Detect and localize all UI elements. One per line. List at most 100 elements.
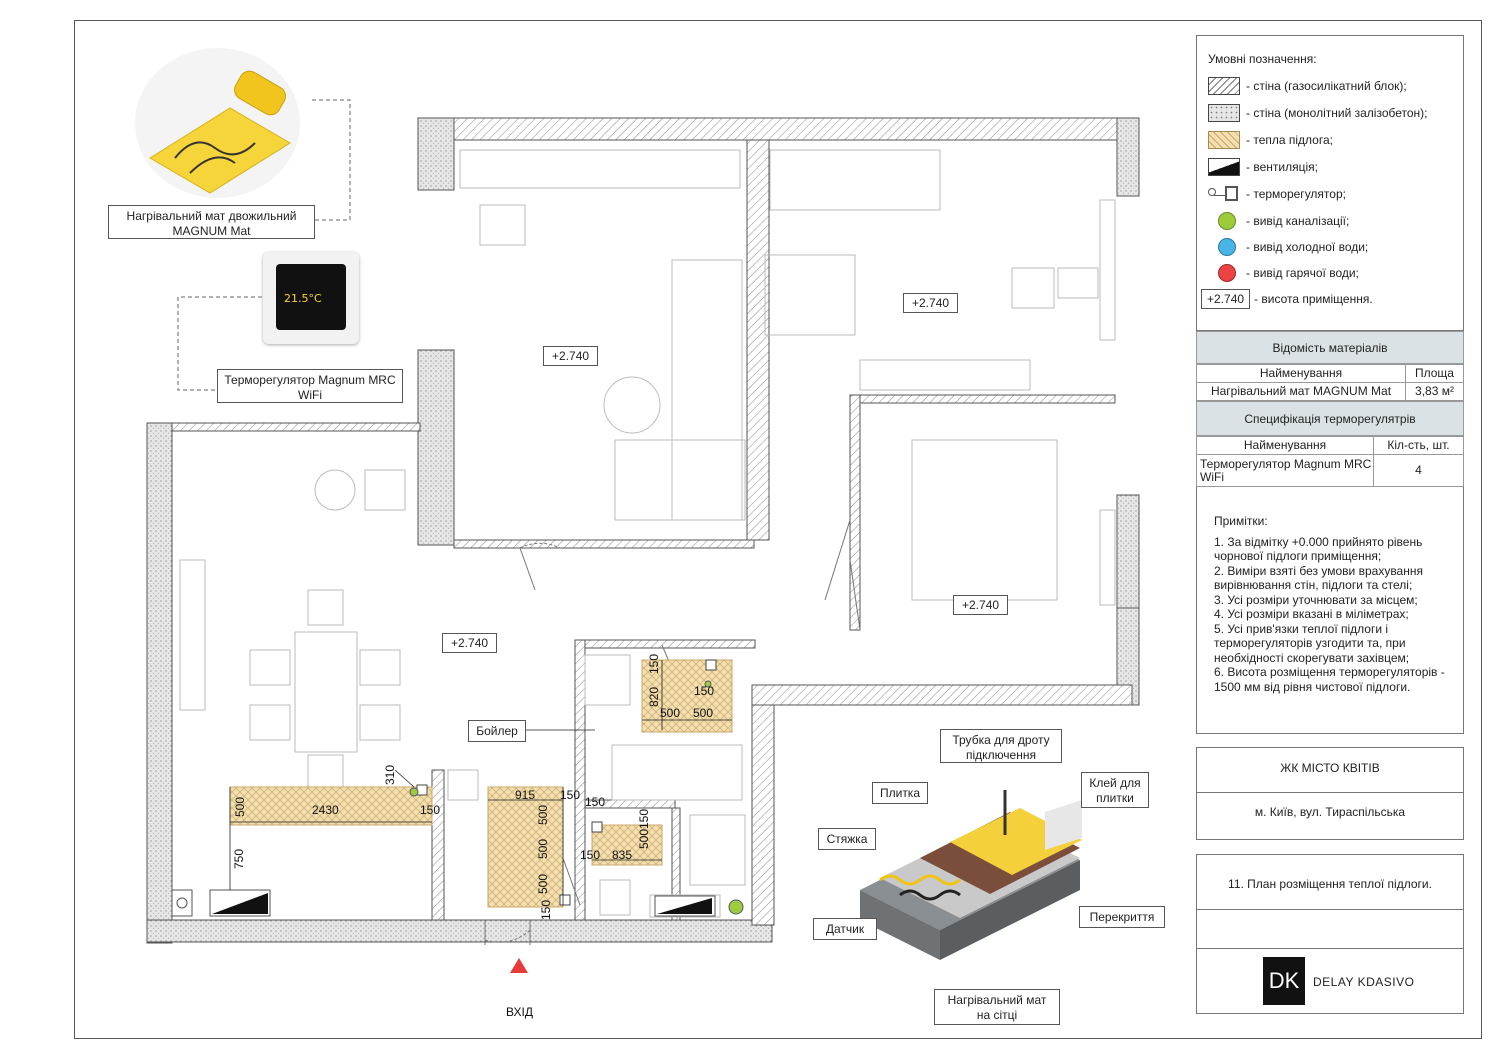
- thermostat-markers: [416, 659, 717, 906]
- wall-block-icon: [1208, 77, 1240, 95]
- legend-text: - висота приміщення.: [1254, 292, 1373, 306]
- dimension-label: 150: [420, 803, 441, 817]
- legend-text: - вивід холодної води;: [1246, 240, 1369, 254]
- dimension-label: 500: [233, 796, 248, 818]
- dimension-label: 150: [539, 899, 554, 921]
- callout-boiler: Бойлер: [468, 720, 526, 742]
- note-line: 3. Усі розміри уточнювати за місцем;: [1214, 592, 1418, 607]
- legend-text: - вивід каналізації;: [1246, 214, 1350, 228]
- room-height-tag: +2.740: [442, 633, 498, 653]
- legend-row: - вивід каналізації;: [1208, 211, 1349, 231]
- legend-row: - вивід холодної води;: [1208, 237, 1368, 257]
- legend-row: - тепла підлога;: [1208, 130, 1333, 150]
- note-line: 4. Усі розміри вказані в міліметрах;: [1214, 607, 1409, 621]
- heating-mat-illustration: [135, 48, 300, 198]
- dimension-label: 2430: [312, 803, 339, 817]
- legend-row: - терморегулятор;: [1208, 184, 1346, 204]
- cold-water-icon: [1218, 238, 1236, 256]
- layer-label-screed: Стяжка: [818, 828, 876, 850]
- dimension-label: 150: [585, 795, 606, 809]
- legend-text: - тепла підлога;: [1246, 133, 1333, 147]
- height-tag-icon: +2.740: [1201, 289, 1251, 309]
- materials-col-area: Площа: [1405, 364, 1464, 383]
- layer-label-sensor: Датчик: [813, 918, 877, 940]
- heating-mat-icon: [149, 70, 291, 194]
- project-name-box: [1196, 747, 1464, 840]
- dimension-label: 150: [560, 788, 581, 802]
- materials-row-name: Нагрівальний мат MAGNUM Mat: [1196, 382, 1406, 401]
- thermostats-col-name: Найменування: [1196, 436, 1374, 455]
- dimension-label: 750: [232, 848, 247, 870]
- legend-text: - стіна (монолітний залізобетон);: [1246, 106, 1428, 120]
- entrance-label: ВХІД: [506, 1005, 533, 1019]
- legend-row: - вентиляція;: [1208, 157, 1318, 177]
- room-height-tag: +2.740: [903, 293, 959, 313]
- legend-text: - вивід гарячої води;: [1246, 266, 1359, 280]
- dimension-label: 150: [580, 848, 601, 862]
- thermostats-row-qty: 4: [1373, 454, 1464, 487]
- legend-box: [1196, 35, 1464, 331]
- legend-row: - стіна (монолітний залізобетон);: [1208, 103, 1428, 123]
- thermostat-display: 21.5°C: [284, 292, 322, 305]
- dimension-label: 150: [694, 684, 715, 698]
- notes-title: Примітки:: [1214, 514, 1268, 528]
- legend-row: +2.740 - висота приміщення.: [1201, 289, 1373, 309]
- dimension-lines: [229, 660, 732, 905]
- legend-title: Умовні позначення:: [1208, 52, 1317, 66]
- materials-row-area: 3,83 м²: [1405, 382, 1464, 401]
- thermostat-illustration: 21.5°C: [263, 252, 359, 344]
- dimension-label: 500: [536, 873, 551, 895]
- furniture: [179, 149, 1116, 918]
- legend-text: - терморегулятор;: [1246, 187, 1346, 201]
- dimension-label: 150: [637, 808, 652, 830]
- dimension-label: 500: [536, 838, 551, 860]
- layer-label-slab: Перекриття: [1079, 906, 1165, 928]
- materials-title: Відомість матеріалів: [1196, 331, 1464, 364]
- sheet-title-box: [1196, 854, 1464, 1014]
- block-walls: [171, 139, 1133, 926]
- room-height-tag: +2.740: [543, 346, 599, 366]
- notes: Примітки: 1. За відмітку +0.000 прийнято…: [1214, 514, 1464, 694]
- brand-logo: DK: [1263, 957, 1305, 1005]
- wall-concrete-icon: [1208, 104, 1240, 122]
- room-height-tag: +2.740: [953, 595, 1009, 615]
- dimension-label: 835: [612, 848, 633, 862]
- layer-label-glue: Клей для плитки: [1081, 772, 1149, 808]
- dimension-label: 310: [383, 764, 398, 786]
- concrete-walls: [146, 117, 1140, 944]
- dimension-label: 500: [536, 804, 551, 826]
- dimension-label: 150: [647, 653, 662, 675]
- note-line: 1. За відмітку +0.000 прийнято рівень чо…: [1214, 534, 1423, 564]
- warm-floor-icon: [1208, 131, 1240, 149]
- layer-label-tile: Плитка: [872, 782, 928, 804]
- note-line: 2. Виміри взяті без умови врахування вир…: [1214, 563, 1423, 593]
- callout-thermostat: Терморегулятор Magnum MRC WiFi: [217, 369, 403, 403]
- project-address: м. Київ, вул. Тираспільська: [1254, 805, 1406, 819]
- thermostats-row-name: Терморегулятор Magnum MRC WiFi: [1196, 454, 1374, 487]
- brand-name: DELAY KDASIVO: [1313, 975, 1415, 989]
- leader-lines: [177, 99, 351, 391]
- legend-row: - стіна (газосилікатний блок);: [1208, 76, 1407, 96]
- entrance-arrow: [510, 958, 528, 973]
- sewer-outlet-icon: [1218, 212, 1236, 230]
- dimension-label: 820: [647, 686, 662, 708]
- layer-label-tube: Трубка для дроту підключення: [940, 729, 1062, 763]
- note-line: 6. Висота розміщення терморегуляторів - …: [1214, 665, 1445, 694]
- hot-water-icon: [1218, 264, 1236, 282]
- thermostats-col-qty: Кіл-сть, шт.: [1373, 436, 1464, 455]
- legend-text: - стіна (газосилікатний блок);: [1246, 79, 1407, 93]
- note-line: 5. Усі прив'язки теплої підлоги і термор…: [1214, 621, 1410, 665]
- dimension-label: 915: [515, 788, 536, 802]
- floor-layer-section: [860, 790, 1082, 960]
- drawing-sheet-frame: [74, 20, 1482, 1039]
- dimension-label: 500: [637, 828, 652, 850]
- dimension-label: 500: [693, 706, 714, 720]
- project-name: ЖК МІСТО КВІТІВ: [1280, 761, 1380, 775]
- ventilation-shafts: [171, 889, 716, 917]
- ventilation-icon: [1208, 158, 1240, 176]
- callout-heating-mat: Нагрівальний мат двожильний MAGNUM Mat: [108, 205, 315, 239]
- sheet-title: 11. План розміщення теплої підлоги.: [1228, 877, 1432, 891]
- legend-text: - вентиляція;: [1246, 160, 1318, 174]
- notes-box: [1196, 487, 1464, 734]
